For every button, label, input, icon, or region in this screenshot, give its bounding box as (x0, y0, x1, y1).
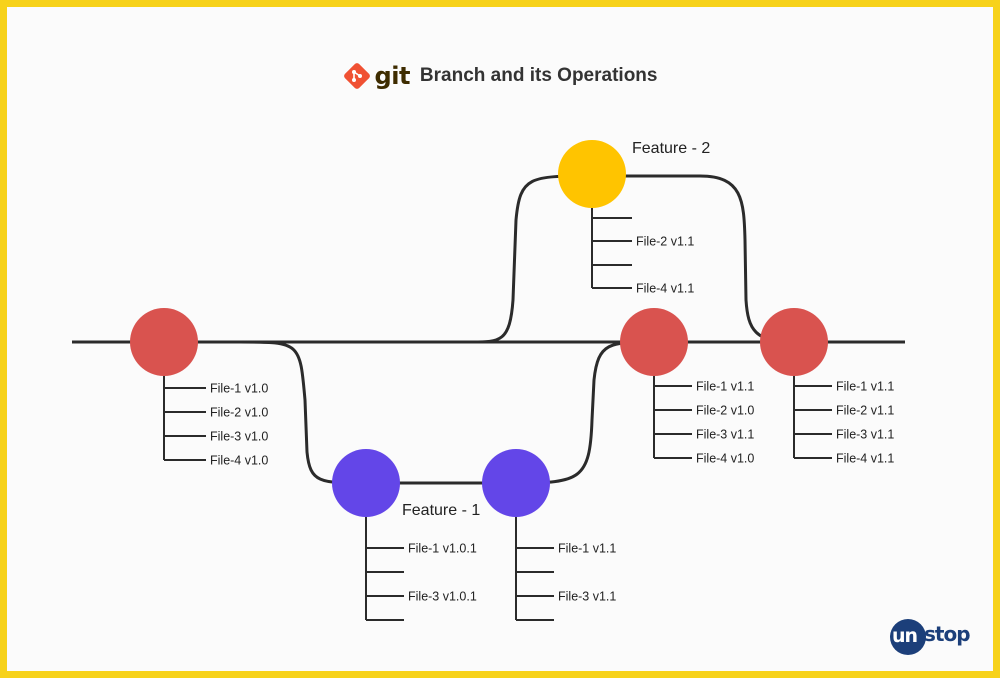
file-version-label: File-3 v1.1 (558, 590, 616, 604)
commit-node-main-2 (620, 308, 688, 376)
commit-node-main-3 (760, 308, 828, 376)
git-wordmark: git (374, 62, 411, 90)
file-version-label: File-1 v1.1 (558, 542, 616, 556)
feature2-branch-path (471, 174, 795, 344)
file-version-label: File-4 v1.1 (836, 452, 894, 466)
file-version-label: File-4 v1.1 (636, 282, 694, 296)
file-version-label: File-3 v1.1 (836, 428, 894, 442)
file-version-label: File-3 v1.0.1 (408, 590, 477, 604)
commit-node-f1-a (332, 449, 400, 517)
unstop-logo: un stop (890, 619, 980, 657)
commit-nodes (130, 140, 828, 517)
commit-node-f1-b (482, 449, 550, 517)
file-version-label: File-1 v1.0.1 (408, 542, 477, 556)
file-version-label: File-1 v1.0 (210, 382, 268, 396)
file-version-label: File-2 v1.1 (836, 404, 894, 418)
file-version-label: File-4 v1.0 (210, 454, 268, 468)
file-version-label: File-1 v1.1 (696, 380, 754, 394)
diagram-title: Branch and its Operations (419, 65, 658, 86)
file-version-label: File-1 v1.1 (836, 380, 894, 394)
commit-node-f2 (558, 140, 626, 208)
page-title: git Branch and its Operations (0, 60, 1000, 92)
file-version-label: File-3 v1.1 (696, 428, 754, 442)
feature1-label: Feature - 1 (402, 502, 480, 519)
feature1-branch-path (239, 340, 655, 485)
file-version-label: File-2 v1.1 (636, 235, 694, 249)
file-version-label: File-3 v1.0 (210, 430, 268, 444)
commit-node-main-1 (130, 308, 198, 376)
logo-stop-text: stop (924, 622, 971, 646)
file-version-label: File-2 v1.0 (696, 404, 754, 418)
file-version-label: File-2 v1.0 (210, 406, 268, 420)
file-version-label: File-4 v1.0 (696, 452, 754, 466)
feature2-label: Feature - 2 (632, 140, 710, 157)
git-logo-icon (343, 63, 370, 89)
logo-un-badge: un (890, 619, 926, 655)
